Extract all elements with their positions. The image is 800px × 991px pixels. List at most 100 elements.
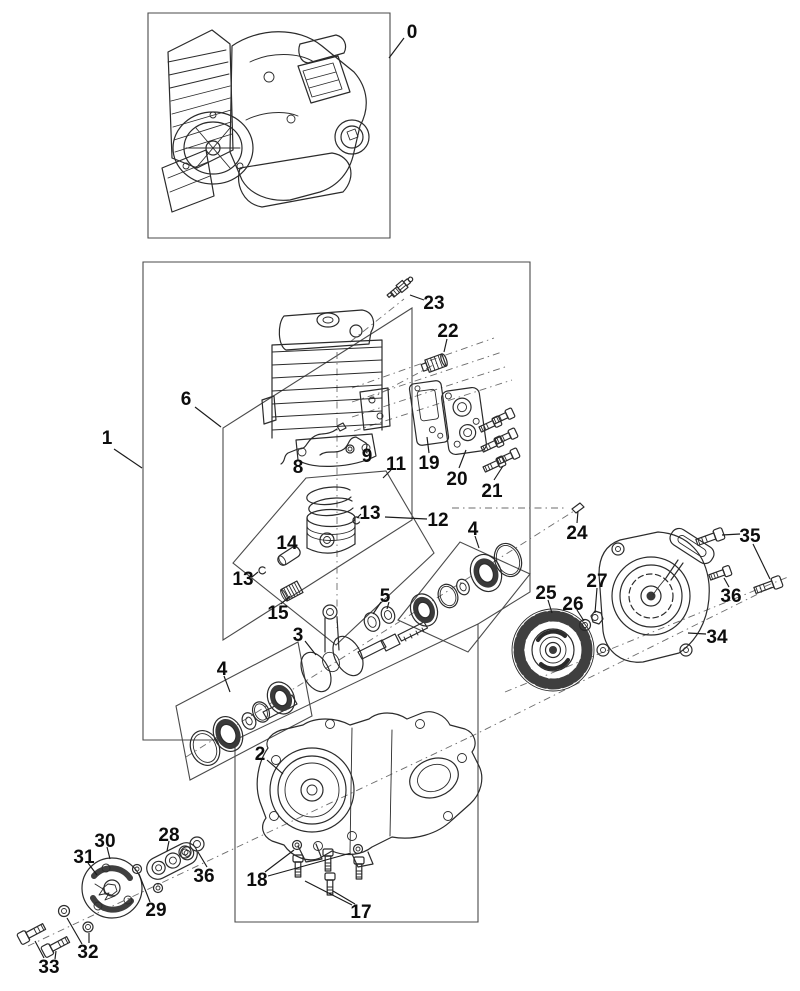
- callout-leader-line: [752, 543, 771, 580]
- bearing-seal-set-left-drawing: [189, 681, 296, 767]
- part-number-label-32: 32: [77, 942, 98, 963]
- callout-leader-line: [594, 587, 598, 614]
- clutch-screws-drawing: [15, 920, 72, 959]
- crankshaft-drawing: [262, 604, 429, 720]
- part-number-label-0: 0: [407, 22, 418, 43]
- callout-leader-line: [304, 640, 317, 656]
- callout-leader-line: [332, 890, 356, 905]
- part-number-label-4: 4: [217, 659, 228, 680]
- part-number-label-20: 20: [446, 469, 467, 490]
- callout-leader-line: [113, 448, 143, 469]
- part-number-label-35: 35: [739, 526, 761, 547]
- callout-leader-line: [382, 469, 392, 479]
- main-group-box-1: [142, 261, 531, 923]
- piston-rings-drawing: [306, 486, 354, 517]
- small-washers-drawing: [57, 836, 205, 933]
- spark-plug-drawing: [386, 276, 414, 298]
- crank-washers-drawing: [363, 606, 396, 632]
- callout-leader-line: [493, 465, 504, 481]
- part-number-label-15: 15: [267, 603, 289, 624]
- callout-leader-line: [576, 609, 585, 622]
- part-number-label-17: 17: [350, 902, 371, 923]
- callout-leader-line: [388, 37, 405, 59]
- callout-leader-line: [54, 950, 57, 960]
- callout-leader-line: [386, 601, 390, 610]
- crankcase-group-edge-2: [234, 623, 479, 741]
- callout-leader-line: [721, 533, 741, 536]
- woodruff-key-drawing: [571, 502, 585, 514]
- piston-pin-drawing: [277, 546, 301, 566]
- part-number-label-28: 28: [158, 825, 179, 846]
- part-number-label-22: 22: [437, 321, 458, 342]
- part-number-label-8: 8: [293, 457, 304, 478]
- assembly-axis-line: [351, 337, 495, 389]
- decompression-fitting-drawing: [420, 353, 448, 373]
- callout-leader-line: [547, 599, 553, 614]
- callout-leader-line: [34, 940, 45, 959]
- reference-box-0: [147, 12, 391, 239]
- callout-leader-line: [194, 406, 222, 428]
- assembly-axis-line: [185, 510, 575, 758]
- piston-drawing: [306, 508, 356, 554]
- flywheel-nut-drawing: [590, 610, 604, 625]
- callout-leader-line: [443, 338, 448, 353]
- axis-lines-layer: [27, 298, 789, 947]
- assembly-axis-line: [349, 298, 405, 343]
- callout-leader-line: [267, 852, 352, 877]
- callout-leader-line: [474, 535, 480, 549]
- part-number-label-18: 18: [246, 870, 267, 891]
- part-number-label-12: 12: [427, 510, 448, 531]
- leader-lines-layer: [34, 37, 771, 960]
- callout-leader-line: [409, 294, 425, 301]
- intake-gasket-drawing: [408, 380, 450, 446]
- flywheel-washer-drawing: [578, 618, 592, 632]
- callout-leader-line: [166, 840, 170, 852]
- callout-leader-line: [266, 759, 284, 775]
- part-number-label-23: 23: [423, 293, 444, 314]
- part-number-label-1: 1: [102, 428, 113, 449]
- enclosure-boxes-layer: [142, 12, 531, 923]
- part-number-label-3: 3: [293, 625, 304, 646]
- callout-leader-line: [251, 571, 259, 578]
- clutch-assembly-drawing: [81, 857, 143, 919]
- ground-wire-drawing: [280, 422, 347, 465]
- part-number-label-36: 36: [193, 866, 214, 887]
- part-number-label-4: 4: [468, 519, 479, 540]
- assembly-axis-line: [353, 379, 513, 432]
- crankcase-washers-drawing: [291, 839, 364, 855]
- cylinder-drawing: [261, 309, 391, 467]
- part-number-label-11: 11: [386, 454, 407, 475]
- intake-insulator-drawing: [441, 386, 487, 456]
- crankcase-drawing: [256, 711, 483, 868]
- recoil-starter-drawing: [596, 527, 715, 663]
- part-number-label-13: 13: [232, 569, 253, 590]
- bearing-group-box-4-right: [397, 541, 531, 653]
- part-number-label-13: 13: [359, 503, 380, 524]
- callout-leader-line: [356, 513, 362, 519]
- assembly-axis-line: [469, 585, 775, 738]
- part-number-label-33: 33: [38, 957, 59, 978]
- part-number-label-19: 19: [418, 453, 439, 474]
- part-number-label-5: 5: [380, 586, 391, 607]
- part-number-label-21: 21: [481, 481, 503, 502]
- part-number-label-36: 36: [720, 586, 741, 607]
- part-number-label-27: 27: [586, 571, 607, 592]
- bearing-seal-set-right-drawing: [409, 542, 523, 627]
- callout-leader-line: [372, 601, 382, 615]
- callout-leader-line: [384, 516, 428, 520]
- lead-wire-drawing: [319, 436, 368, 456]
- callout-leader-line: [197, 851, 208, 868]
- part-number-label-26: 26: [562, 594, 583, 615]
- flywheel-drawing: [511, 608, 595, 692]
- engine-assembly-drawing: [161, 29, 370, 213]
- part-number-label-34: 34: [706, 627, 728, 648]
- part-number-label-30: 30: [94, 831, 115, 852]
- callout-leader-line: [138, 873, 151, 903]
- part-number-label-14: 14: [276, 533, 298, 554]
- callout-leader-line: [223, 675, 231, 693]
- callout-leader-line: [106, 846, 111, 860]
- callout-leader-line: [66, 917, 83, 945]
